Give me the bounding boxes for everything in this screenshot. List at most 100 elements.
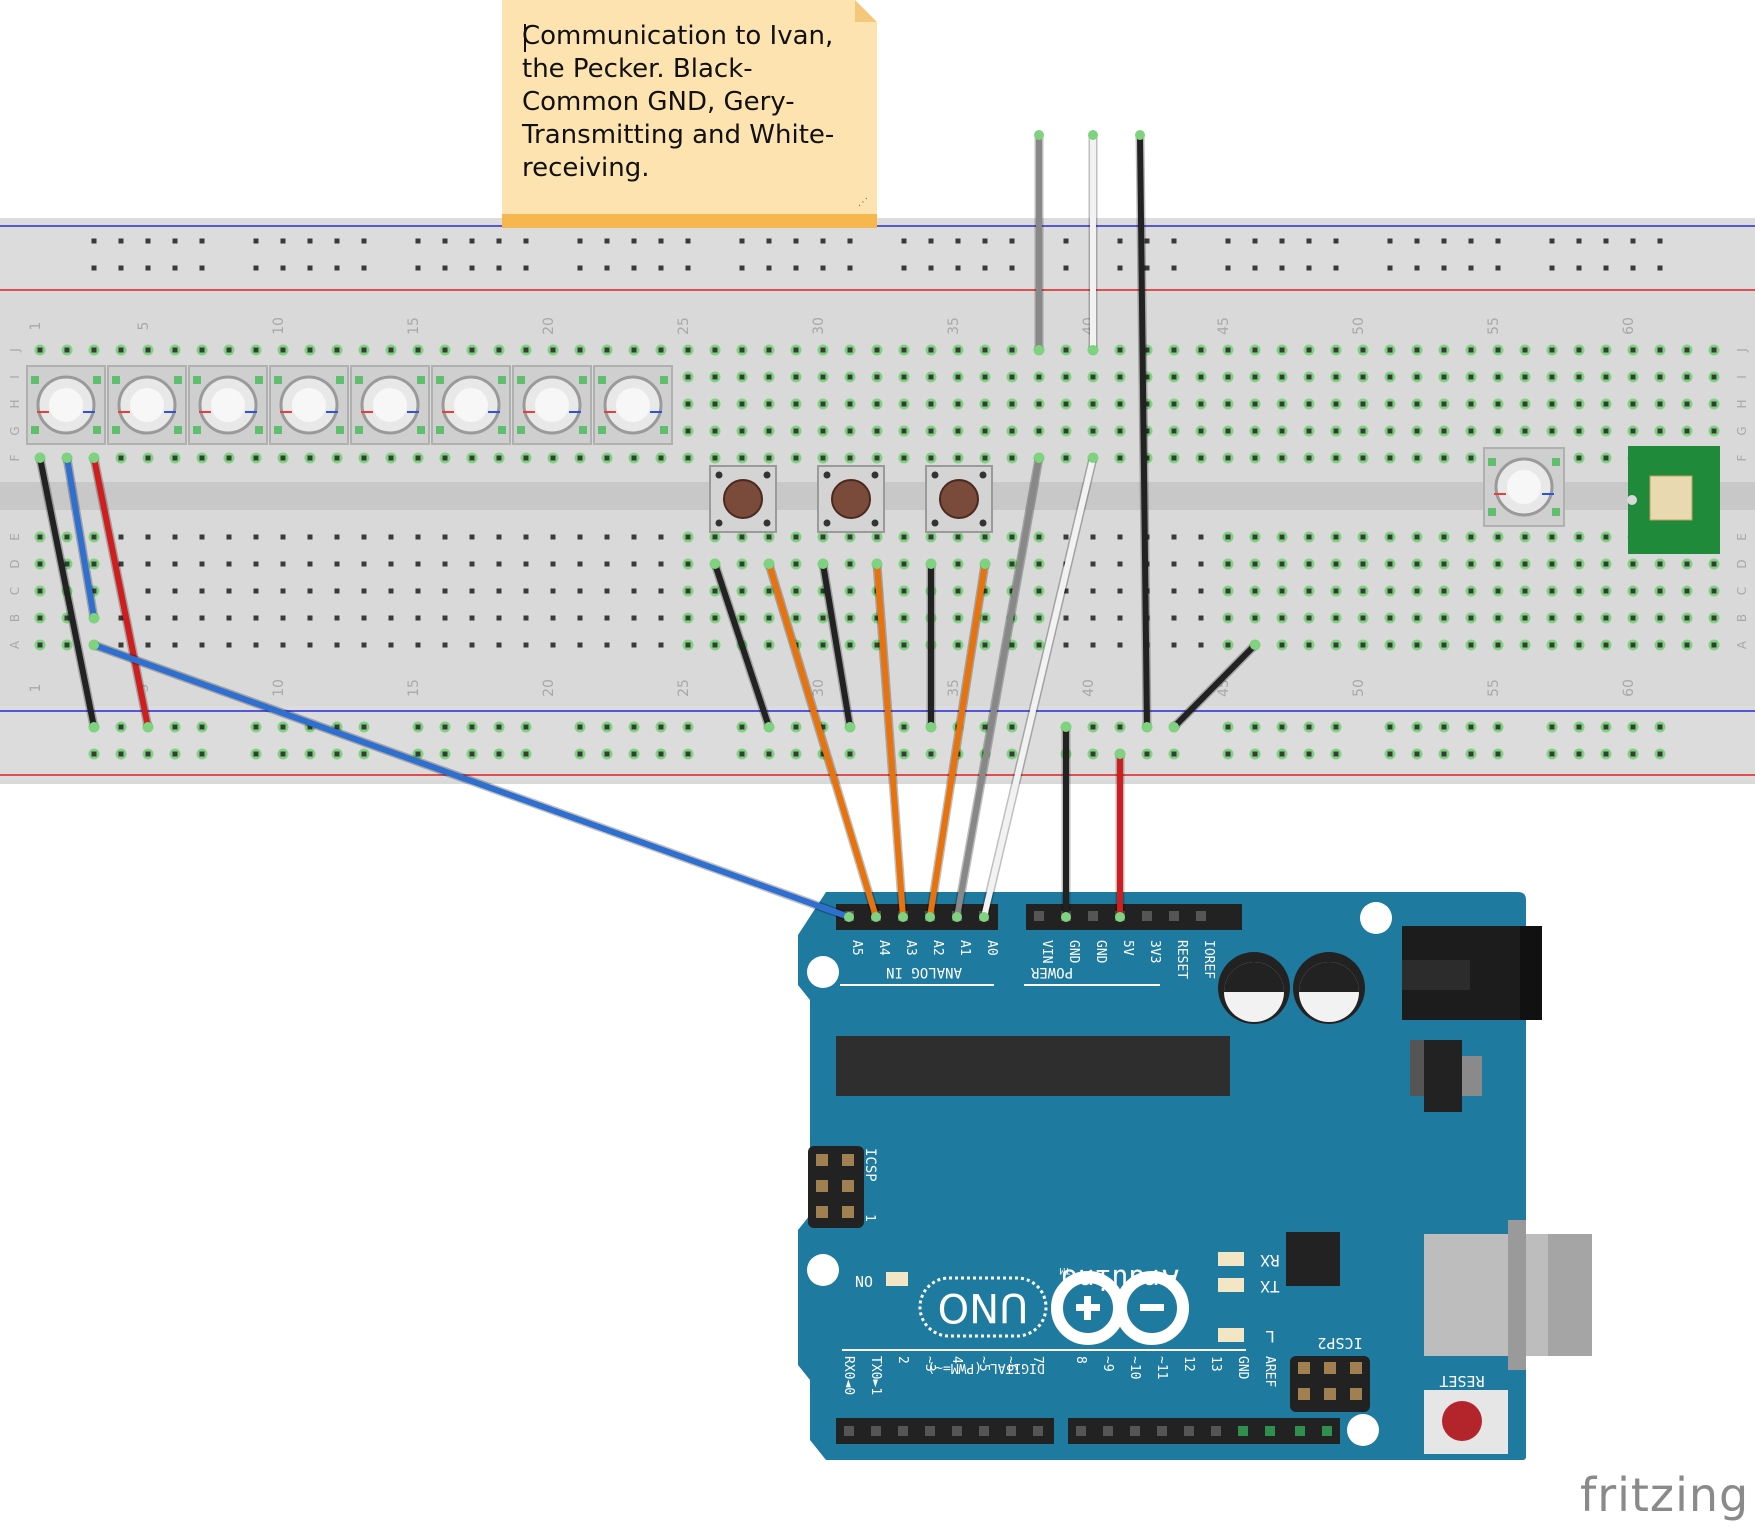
hole [1495,588,1501,594]
hole [253,347,259,353]
hole [766,534,772,540]
hole [91,238,97,244]
hole [361,751,367,757]
hole [118,265,124,271]
hole [1441,401,1447,407]
pin-label: ~3 [922,1356,937,1372]
header-pin [871,1426,881,1436]
hole [1333,265,1339,271]
regulator [1424,1040,1462,1112]
hole [820,642,826,648]
hole [1117,428,1123,434]
hole [928,374,934,380]
hole [1117,374,1123,380]
button-pin [931,471,939,479]
col-number-bottom: 1 [28,684,44,693]
hole [1171,428,1177,434]
rgb-led [26,365,106,445]
hole [199,265,205,271]
pin-label: RX0◄0 [841,1356,856,1395]
note-text[interactable]: Communication to Ivan, the Pecker. Black… [522,21,835,183]
wire-end [89,640,99,650]
hole [523,724,529,730]
wire-end [62,453,72,463]
hole [307,561,313,567]
hole [1495,615,1501,621]
hole [1063,238,1069,244]
hole [118,751,124,757]
hole [1036,642,1042,648]
hole [1387,238,1393,244]
header-pin [1088,911,1098,921]
hole [766,751,772,757]
hole [685,428,691,434]
hole [955,347,961,353]
hole [658,347,664,353]
hole [415,588,421,594]
hole [766,455,772,461]
hole [1171,588,1177,594]
led-pad [417,426,425,434]
uno-text: UNO [938,1284,1029,1330]
hole [496,455,502,461]
hole [1090,751,1096,757]
hole [442,642,448,648]
digital-header-label: DIGITAL (PWM=~) [927,1360,1044,1375]
hole [928,428,934,434]
pin-label: GND [1066,940,1081,964]
hole [712,401,718,407]
hole [1630,265,1636,271]
hole [901,265,907,271]
hole [739,615,745,621]
hole [1387,561,1393,567]
hole [1063,428,1069,434]
hole [1306,265,1312,271]
hole [766,401,772,407]
atmega-chip [836,1036,1230,1096]
sensor-chip [1649,475,1693,521]
note-resize-grip[interactable]: ⋰ [858,197,869,208]
hole [442,751,448,757]
row-letter: B [8,614,22,622]
hole [901,751,907,757]
wire-button-gnd [712,561,772,730]
hole [1009,455,1015,461]
rgb-led [512,365,592,445]
hole [1657,374,1663,380]
hole [685,265,691,271]
wires [35,130,1260,922]
hole [388,455,394,461]
hole [496,751,502,757]
hole [928,238,934,244]
hole [1549,724,1555,730]
pin-label: 5V [1120,940,1135,956]
hole [901,374,907,380]
hole [1279,588,1285,594]
hole [901,238,907,244]
hole [1387,642,1393,648]
hole [118,615,124,621]
hole [955,642,961,648]
pin-label: ~9 [1100,1356,1115,1372]
hole [604,534,610,540]
hole [1603,238,1609,244]
sticky-note[interactable]: Communication to Ivan, the Pecker. Black… [502,0,877,228]
hole [37,642,43,648]
hole [523,588,529,594]
hole [442,265,448,271]
hole [901,455,907,461]
wire-end [952,912,962,922]
hole [1252,347,1258,353]
hole [1414,428,1420,434]
hole [1630,561,1636,567]
hole [658,642,664,648]
hole [442,724,448,730]
hole [1252,534,1258,540]
hole [1468,374,1474,380]
hole [1387,347,1393,353]
hole [1306,534,1312,540]
hole [334,561,340,567]
hole [1225,428,1231,434]
hole [1063,374,1069,380]
hole [1414,751,1420,757]
